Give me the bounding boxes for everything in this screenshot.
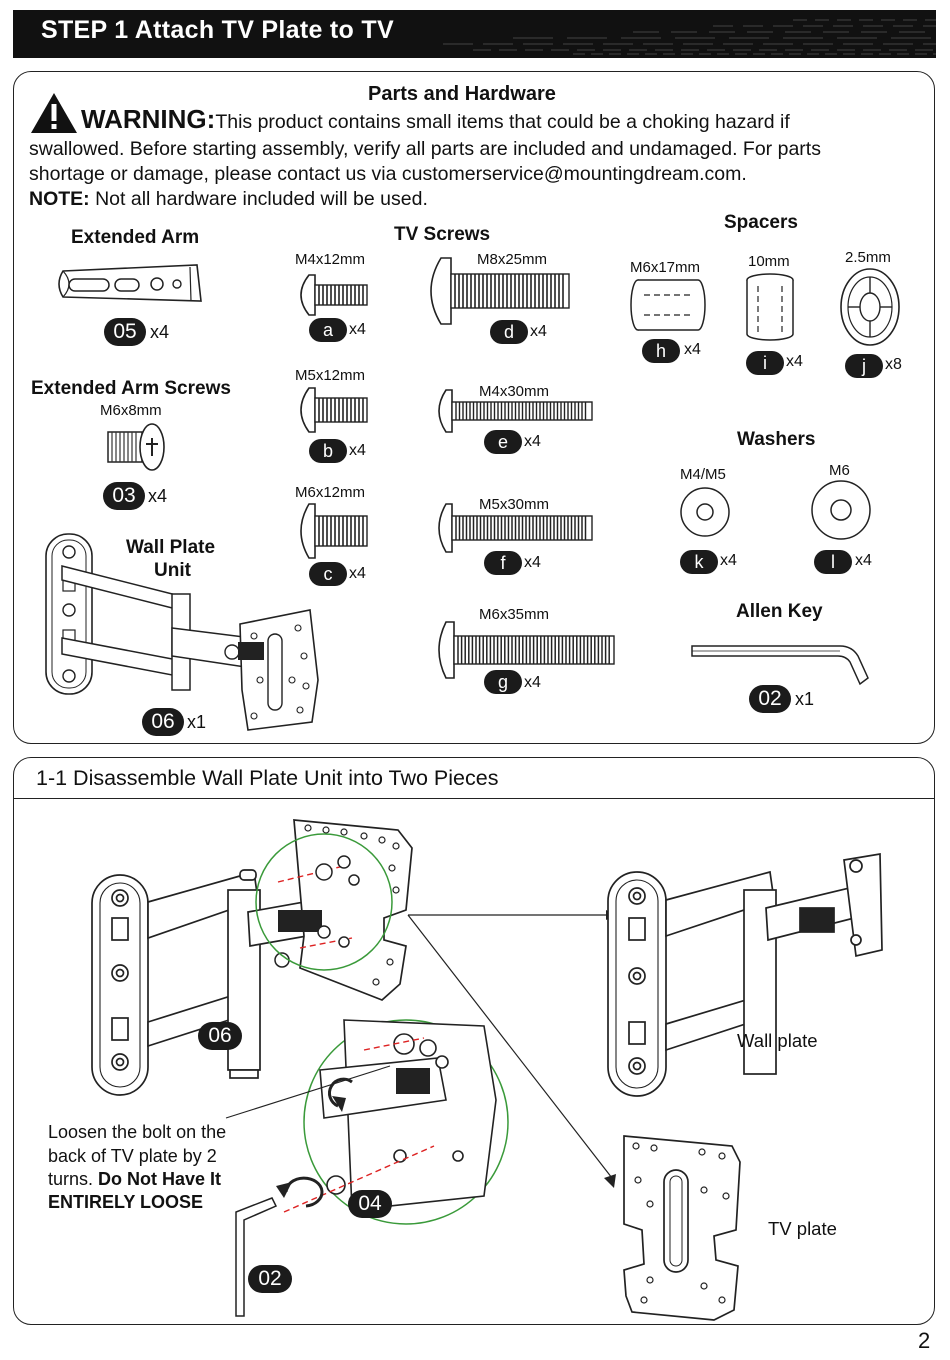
spacer-i-qty: x4 <box>786 353 803 370</box>
parts-heading: Parts and Hardware <box>368 83 556 105</box>
screw-f-size: M5x30mm <box>479 496 550 513</box>
screw-c-badge: c <box>309 562 347 586</box>
warning-line2: swallowed. Before starting assembly, ver… <box>29 138 821 160</box>
callout-04-badge: 04 <box>348 1190 392 1218</box>
washer-k-qty: x4 <box>720 552 737 569</box>
screw-d-size: M8x25mm <box>477 251 548 268</box>
screw-f-icon <box>438 503 593 553</box>
screw-b-size: M5x12mm <box>295 367 366 384</box>
instruction-line3-normal: turns. <box>48 1169 94 1189</box>
screw-c-qty: x4 <box>349 565 366 582</box>
screw-d-qty: x4 <box>530 323 547 340</box>
extended-arm-screws-qty: x4 <box>148 486 168 506</box>
washer-l-icon <box>811 480 871 540</box>
step-1-1-title: 1-1 Disassemble Wall Plate Unit into Two… <box>36 766 499 790</box>
page-number: 2 <box>918 1328 931 1353</box>
step-1-1-illustration <box>91 819 883 1321</box>
washer-k-badge: k <box>680 550 718 574</box>
tv-screws-title: TV Screws <box>394 224 491 245</box>
spacer-i-badge-visible: i <box>746 351 784 375</box>
step-banner: STEP 1 Attach TV Plate to TV <box>13 10 936 58</box>
extended-arm-title: Extended Arm <box>71 227 200 248</box>
screw-b-badge: b <box>309 439 347 463</box>
extended-arm-badge: 05 <box>104 318 146 346</box>
screw-e-icon <box>438 389 593 433</box>
screw-g-size: M6x35mm <box>479 606 550 623</box>
screw-g-badge: g <box>484 670 522 694</box>
instruction-line3-bold: Do Not Have It <box>93 1169 222 1189</box>
screw-e-qty: x4 <box>524 433 541 450</box>
spacer-j-size: 2.5mm <box>845 249 891 266</box>
callout-06-badge: 06 <box>198 1022 242 1050</box>
extended-arm-qty: x4 <box>150 322 170 342</box>
warning-line1: WARNING:This product contains small item… <box>81 104 790 135</box>
note-label: NOTE: <box>29 188 90 210</box>
spacer-h-size: M6x17mm <box>630 259 701 276</box>
screw-b-icon <box>300 387 368 433</box>
short-screw-icon <box>107 423 165 471</box>
warning-line3: shortage or damage, please contact us vi… <box>29 163 747 185</box>
spacers-title: Spacers <box>724 212 798 233</box>
screw-f-badge: f <box>484 551 522 575</box>
note-text: Not all hardware included will be used. <box>89 188 428 210</box>
wall-plate-unit-illustration <box>45 533 319 731</box>
wall-plate-unit-qty: x1 <box>187 712 207 732</box>
screw-a-size: M4x12mm <box>295 251 366 268</box>
wall-plate-unit-badge: 06 <box>142 708 184 736</box>
warning-label: WARNING: <box>81 104 216 134</box>
washer-l-badge: l <box>814 550 852 574</box>
allen-key-badge: 02 <box>749 685 791 713</box>
screw-d-badge: d <box>490 320 528 344</box>
extended-arm-screws-badge: 03 <box>103 482 145 510</box>
screw-g-icon <box>438 621 615 679</box>
instruction-line1: Loosen the bolt on the <box>48 1122 227 1142</box>
washer-k-icon <box>680 487 730 537</box>
tv-plate-label: TV plate <box>768 1218 837 1239</box>
step-1-1-header-divider <box>14 798 935 800</box>
allen-key-title: Allen Key <box>736 601 823 622</box>
screw-c-icon <box>300 503 368 559</box>
spacer-h-icon <box>630 279 706 331</box>
screw-a-badge: a <box>309 318 347 342</box>
instruction-line4: ENTIRELY LOOSE <box>48 1192 204 1212</box>
screw-d-icon <box>430 257 570 325</box>
screw-f-qty: x4 <box>524 554 541 571</box>
banner-stripes <box>443 19 936 55</box>
washer-k-size: M4/M5 <box>680 466 726 483</box>
warning-icon <box>31 93 77 133</box>
screw-c-size: M6x12mm <box>295 484 366 501</box>
washer-l-qty: x4 <box>855 552 872 569</box>
spacer-j-icon <box>840 268 900 346</box>
allen-key-icon <box>691 645 869 686</box>
screw-g-qty: x4 <box>524 674 541 691</box>
step-title: STEP 1 Attach TV Plate to TV <box>41 16 394 44</box>
warning-text-first: This product contains small items that c… <box>215 111 790 133</box>
extended-arm-illustration <box>58 264 202 302</box>
spacer-h-badge: h <box>642 339 680 363</box>
screw-e-badge: e <box>484 430 522 454</box>
screw-b-qty: x4 <box>349 442 366 459</box>
screw-a-icon <box>300 274 368 316</box>
spacer-i-size: 10mm <box>748 253 790 270</box>
wall-plate-unit-title-1: Wall Plate <box>126 537 216 558</box>
spacer-j-badge: j <box>845 354 883 378</box>
extended-arm-screws-title: Extended Arm Screws <box>31 378 231 399</box>
spacer-j-qty: x8 <box>885 356 902 373</box>
screw-a-qty: x4 <box>349 321 366 338</box>
washer-l-size: M6 <box>829 462 850 479</box>
washers-title: Washers <box>737 429 816 450</box>
extended-arm-screw-size: M6x8mm <box>100 402 162 419</box>
callout-02-badge: 02 <box>248 1265 292 1293</box>
allen-key-qty: x1 <box>795 689 815 709</box>
note-line: NOTE: Not all hardware included will be … <box>29 187 428 213</box>
screw-e-size: M4x30mm <box>479 383 550 400</box>
wall-plate-unit-title-2: Unit <box>154 560 191 581</box>
instruction-line2: back of TV plate by 2 <box>48 1146 217 1166</box>
instruction-line3: turns. Do Not Have It <box>48 1169 221 1190</box>
wall-plate-label: Wall plate <box>737 1030 818 1051</box>
spacer-i-icon <box>746 273 794 341</box>
spacer-h-qty: x4 <box>684 341 701 358</box>
